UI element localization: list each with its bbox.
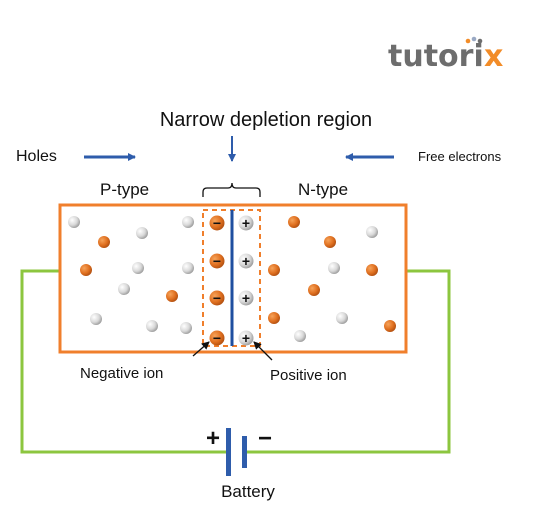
hole	[294, 330, 306, 342]
positive-ion: +	[238, 290, 254, 306]
battery-plus-sign: +	[206, 425, 220, 452]
electron	[80, 264, 92, 276]
logo-dot-3	[477, 38, 483, 44]
battery-positive-plate	[226, 428, 231, 476]
svg-text:−: −	[213, 330, 221, 346]
electron	[324, 236, 336, 248]
tutorix-logo: tutori x	[388, 36, 503, 74]
electron	[366, 264, 378, 276]
holes-label: Holes	[16, 148, 57, 165]
electron	[384, 320, 396, 332]
negative-ions: − − − −	[209, 215, 225, 346]
hole	[366, 226, 378, 238]
battery-label: Battery	[221, 482, 275, 501]
electron	[98, 236, 110, 248]
p-type-label: P-type	[100, 180, 149, 199]
depletion-brace	[202, 182, 261, 197]
hole	[328, 262, 340, 274]
hole	[180, 322, 192, 334]
positive-ion: +	[238, 215, 254, 231]
diagram-title: Narrow depletion region	[160, 109, 372, 131]
hole	[182, 262, 194, 274]
n-type-label: N-type	[298, 180, 348, 199]
p-region-carriers	[68, 216, 194, 334]
negative-ion: −	[209, 330, 225, 346]
hole	[68, 216, 80, 228]
svg-text:+: +	[242, 253, 250, 269]
negative-ion: −	[209, 253, 225, 269]
hole	[136, 227, 148, 239]
electron	[288, 216, 300, 228]
logo-dot-2	[471, 36, 477, 42]
battery: + −	[206, 425, 272, 476]
svg-text:−: −	[213, 253, 221, 269]
electron	[308, 284, 320, 296]
svg-text:+: +	[242, 290, 250, 306]
svg-text:+: +	[242, 215, 250, 231]
hole	[90, 313, 102, 325]
hole	[336, 312, 348, 324]
positive-ion: +	[238, 253, 254, 269]
hole	[132, 262, 144, 274]
electron	[166, 290, 178, 302]
circuit-wire	[20, 269, 451, 454]
logo-dot-1	[465, 38, 471, 44]
battery-minus-sign: −	[258, 425, 272, 452]
positive-ions: + + + +	[238, 215, 254, 346]
logo-text: tutori	[388, 39, 484, 74]
logo-text-x: x	[484, 39, 503, 74]
battery-negative-plate	[242, 436, 247, 468]
hole	[182, 216, 194, 228]
hole	[146, 320, 158, 332]
negative-ion-pointer	[192, 341, 210, 357]
n-region-carriers	[268, 216, 396, 342]
negative-ion-label: Negative ion	[80, 365, 163, 382]
hole	[118, 283, 130, 295]
free-electrons-label: Free electrons	[418, 149, 502, 164]
electron	[268, 264, 280, 276]
positive-ion: +	[238, 330, 254, 346]
electron	[268, 312, 280, 324]
positive-ion-pointer	[253, 341, 273, 361]
svg-text:−: −	[213, 215, 221, 231]
svg-text:−: −	[213, 290, 221, 306]
negative-ion: −	[209, 290, 225, 306]
positive-ion-label: Positive ion	[270, 367, 347, 384]
svg-text:+: +	[242, 330, 250, 346]
negative-ion: −	[209, 215, 225, 231]
